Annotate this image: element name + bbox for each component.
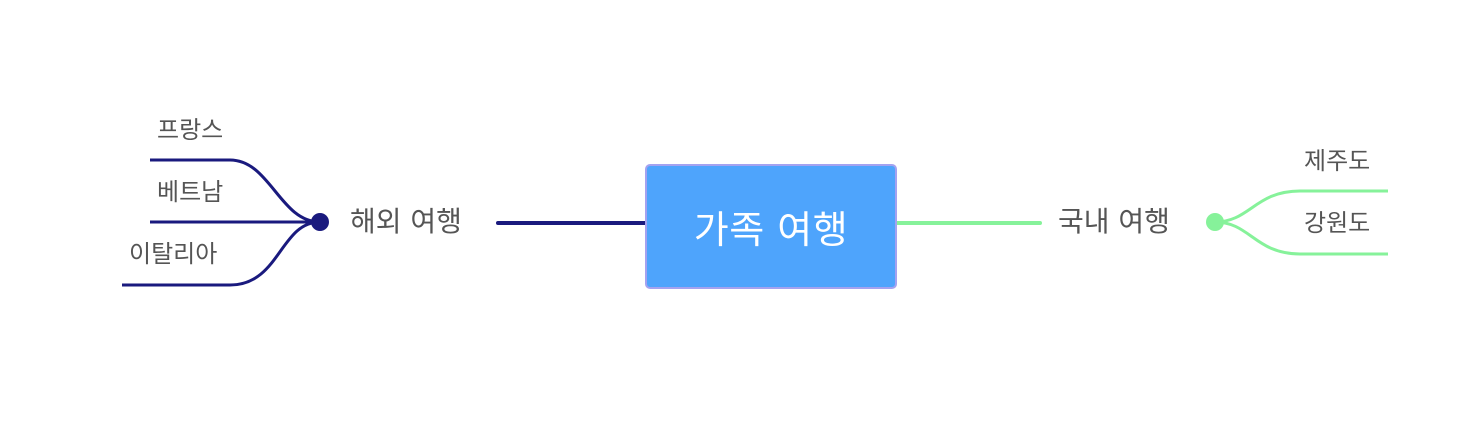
leaf-topic-left-3[interactable]: 이탈리아 bbox=[129, 240, 218, 268]
right-branch-junction-dot bbox=[1206, 213, 1224, 231]
central-topic-label: 가족 여행 bbox=[693, 208, 849, 252]
central-topic-node[interactable]: 가족 여행 bbox=[645, 164, 897, 289]
connector-left-leaf-3 bbox=[122, 220, 321, 287]
connector-right-leaf-2 bbox=[1214, 220, 1388, 256]
leaf-topic-left-1[interactable]: 프랑스 bbox=[157, 116, 224, 144]
leaf-topic-right-1[interactable]: 제주도 bbox=[1304, 147, 1371, 175]
connector-right-leaf-1 bbox=[1214, 189, 1388, 224]
left-branch-junction-dot bbox=[311, 213, 329, 231]
branch-topic-overseas-travel[interactable]: 해외 여행 bbox=[350, 205, 462, 238]
leaf-topic-left-2[interactable]: 베트남 bbox=[157, 178, 224, 206]
branch-topic-domestic-travel[interactable]: 국내 여행 bbox=[1058, 205, 1170, 238]
leaf-topic-right-2[interactable]: 강원도 bbox=[1304, 209, 1371, 237]
connector-left-leaf-1 bbox=[150, 158, 321, 224]
